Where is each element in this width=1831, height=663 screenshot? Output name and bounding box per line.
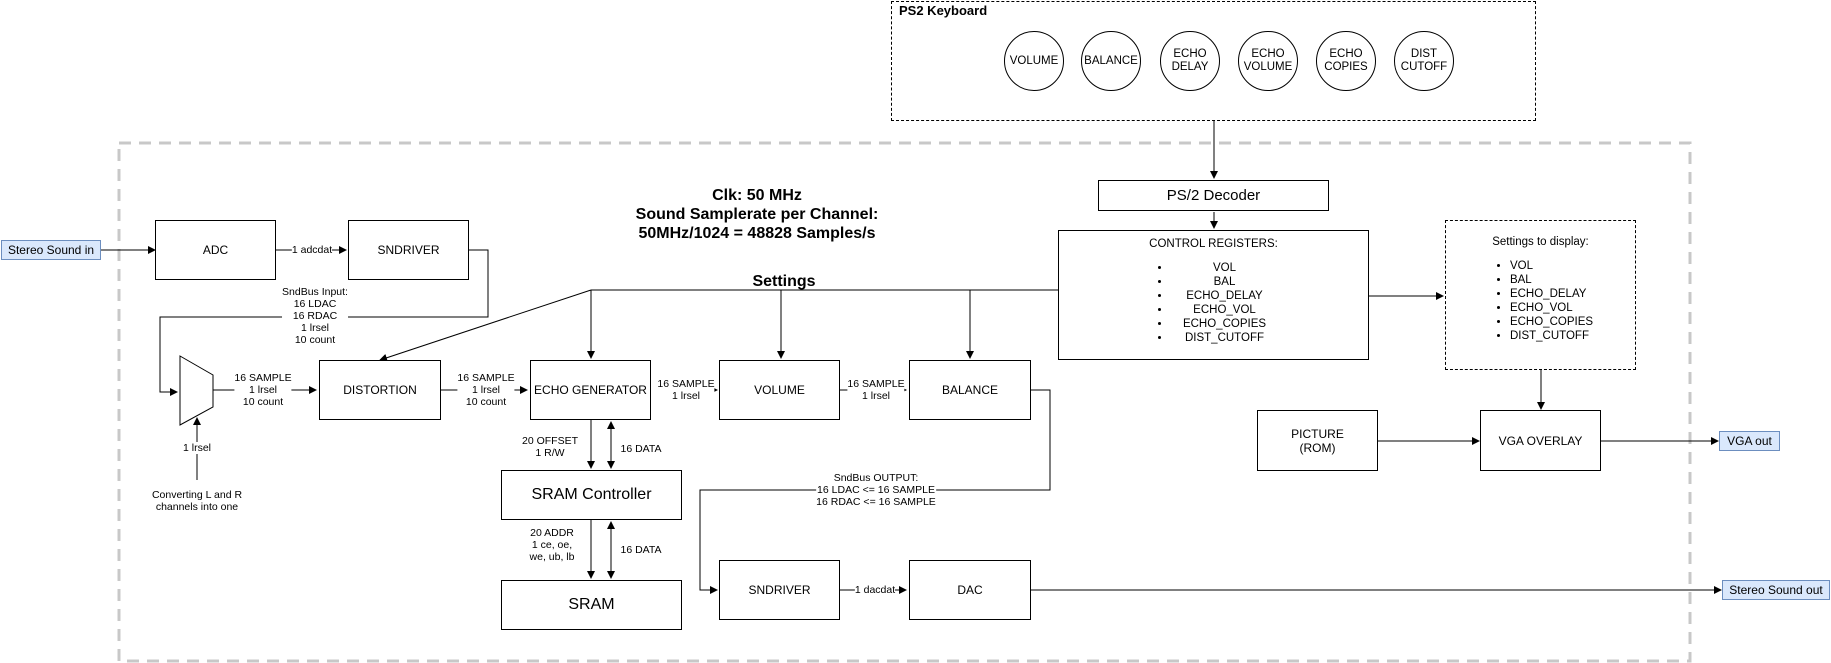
balance-block: BALANCE [909, 360, 1031, 420]
list-item: ECHO_VOL [1171, 303, 1278, 317]
list-item: VOL [1510, 259, 1593, 273]
list-item: DIST_CUTOFF [1510, 329, 1593, 343]
list-item: ECHO_VOL [1510, 301, 1593, 315]
control-registers-title: CONTROL REGISTERS: [1149, 238, 1278, 250]
echo-generator-block: ECHO GENERATOR [530, 360, 651, 420]
label-mux-select: 1 lrsel [182, 442, 212, 454]
stereo-sound-in: Stereo Sound in [1, 240, 101, 260]
stereo-sound-out: Stereo Sound out [1722, 580, 1830, 600]
vga-overlay-block: VGA OVERLAY [1480, 410, 1601, 471]
key-balance: BALANCE [1081, 31, 1141, 91]
mux-shape [179, 355, 214, 426]
label-sndbus-input: SndBus Input: 16 LDAC 16 RDAC 1 lrsel 10… [282, 286, 348, 346]
sndriver-in-block: SNDRIVER [348, 220, 469, 280]
control-registers-list: VOLBALECHO_DELAYECHO_VOLECHO_COPIESDIST_… [1149, 261, 1278, 345]
list-item: BAL [1510, 273, 1593, 287]
fpga-boundary [117, 141, 1692, 663]
list-item: ECHO_DELAY [1171, 289, 1278, 303]
label-volume-out: 16 SAMPLE 1 lrsel [847, 378, 905, 402]
label-sndbus-output: SndBus OUTPUT: 16 LDAC <= 16 SAMPLE 16 R… [816, 472, 936, 508]
picture-rom-block: PICTURE (ROM) [1257, 410, 1378, 471]
label-data-1: 16 DATA [620, 443, 662, 455]
distortion-block: DISTORTION [319, 360, 441, 420]
ps2-keyboard-title: PS2 Keyboard [899, 3, 988, 18]
display-settings-title: Settings to display: [1492, 236, 1589, 248]
list-item: DIST_CUTOFF [1171, 331, 1278, 345]
label-mux-note: Converting L and R channels into one [151, 489, 243, 513]
key-echo-volume: ECHO VOLUME [1238, 31, 1298, 91]
key-echo-delay: ECHO DELAY [1160, 31, 1220, 91]
sndriver-out-block: SNDRIVER [719, 560, 840, 620]
label-distortion-out: 16 SAMPLE 1 lrsel 10 count [457, 372, 515, 408]
label-mux-out: 16 SAMPLE 1 lrsel 10 count [234, 372, 292, 408]
label-adcdat: 1 adcdat [291, 244, 333, 256]
key-echo-copies: ECHO COPIES [1316, 31, 1376, 91]
sram-controller-block: SRAM Controller [501, 470, 682, 520]
list-item: ECHO_DELAY [1510, 287, 1593, 301]
sram-block: SRAM [501, 580, 682, 630]
display-settings-list: VOLBALECHO_DELAYECHO_VOLECHO_COPIESDIST_… [1488, 259, 1593, 343]
vga-out: VGA out [1719, 431, 1780, 451]
clock-info: Clk: 50 MHz Sound Samplerate per Channel… [635, 187, 879, 242]
key-dist-cutoff: DIST CUTOFF [1394, 31, 1454, 91]
label-echo-out: 16 SAMPLE 1 lrsel [657, 378, 715, 402]
ps2-decoder-block: PS/2 Decoder [1098, 180, 1329, 211]
label-offset-rw: 20 OFFSET 1 R/W [521, 435, 579, 459]
display-settings-panel: Settings to display: VOLBALECHO_DELAYECH… [1445, 220, 1636, 370]
control-registers-block: CONTROL REGISTERS: VOLBALECHO_DELAYECHO_… [1058, 230, 1369, 360]
ps2-keyboard-panel [891, 1, 1536, 121]
settings-label: Settings [752, 273, 816, 290]
volume-block: VOLUME [719, 360, 840, 420]
edge-settings-distortion [379, 289, 592, 362]
key-volume: VOLUME [1004, 31, 1064, 91]
list-item: VOL [1171, 261, 1278, 275]
dac-block: DAC [909, 560, 1031, 620]
adc-block: ADC [155, 220, 276, 280]
label-dacdat: 1 dacdat [854, 584, 896, 596]
label-data-2: 16 DATA [620, 544, 662, 556]
list-item: ECHO_COPIES [1510, 315, 1593, 329]
list-item: BAL [1171, 275, 1278, 289]
label-addr: 20 ADDR 1 ce, oe, we, ub, lb [529, 527, 575, 563]
list-item: ECHO_COPIES [1171, 317, 1278, 331]
